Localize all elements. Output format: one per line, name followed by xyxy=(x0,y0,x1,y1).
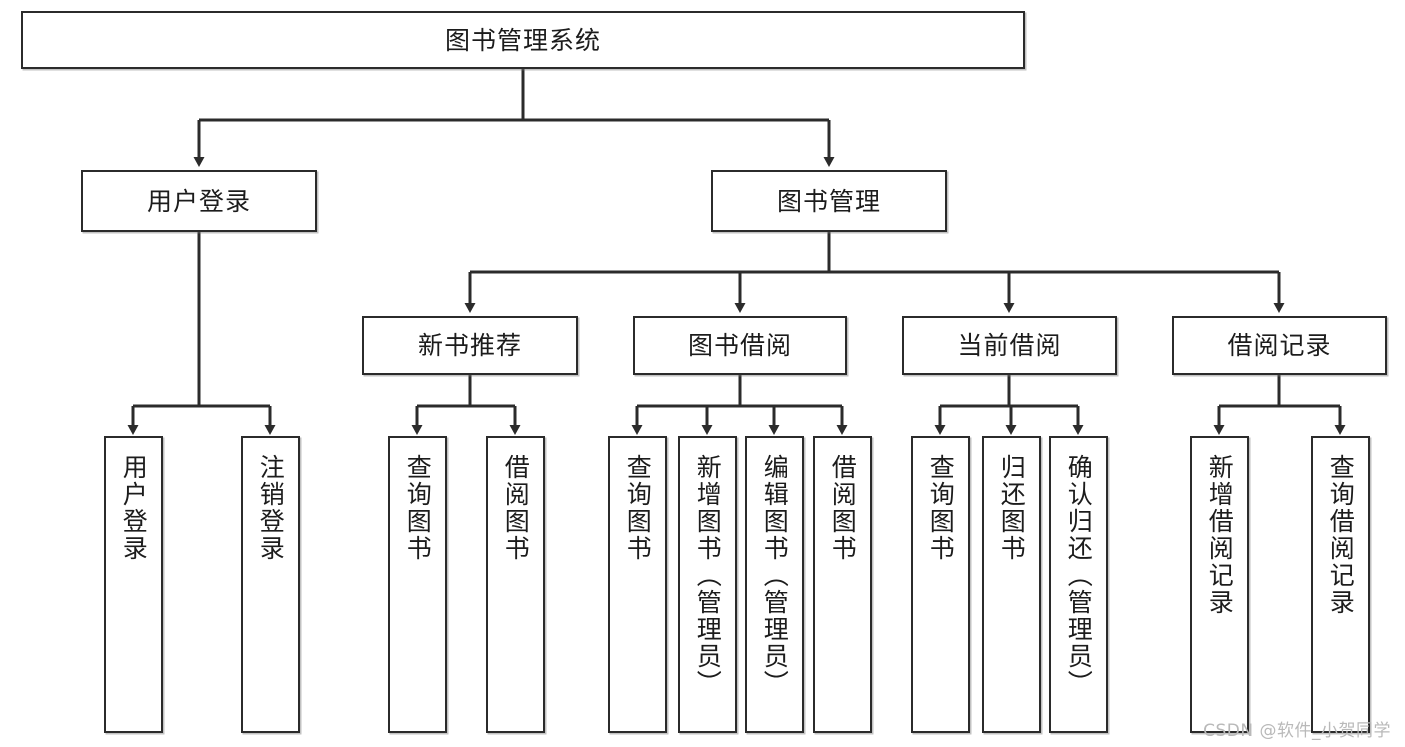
node-user-login-label: 用户登录 xyxy=(146,186,251,216)
node-book-management[interactable]: 图书管理 xyxy=(711,170,947,232)
node-leaf-query-book-1-label: 查询图书 xyxy=(403,454,433,562)
node-leaf-user-login-label: 用户登录 xyxy=(119,454,149,562)
node-leaf-query-book-3[interactable]: 查询图书 xyxy=(911,436,970,733)
node-book-management-label: 图书管理 xyxy=(776,186,881,216)
node-leaf-query-book-1[interactable]: 查询图书 xyxy=(388,436,447,733)
node-leaf-borrow-book-2[interactable]: 借阅图书 xyxy=(813,436,872,733)
node-leaf-edit-book[interactable]: 编辑图书（管理员） xyxy=(745,436,804,733)
node-leaf-add-record-label: 新增借阅记录 xyxy=(1205,454,1235,616)
node-new-book-recommend[interactable]: 新书推荐 xyxy=(362,316,578,375)
node-root[interactable]: 图书管理系统 xyxy=(21,11,1025,69)
node-leaf-user-logout[interactable]: 注销登录 xyxy=(241,436,300,733)
node-user-login[interactable]: 用户登录 xyxy=(81,170,317,232)
node-leaf-confirm-return[interactable]: 确认归还（管理员） xyxy=(1049,436,1108,733)
node-leaf-borrow-book-1-label: 借阅图书 xyxy=(501,454,531,562)
node-book-borrow-label: 图书借阅 xyxy=(687,331,792,360)
node-leaf-query-book-2-label: 查询图书 xyxy=(623,454,653,562)
node-borrow-record[interactable]: 借阅记录 xyxy=(1172,316,1387,375)
node-leaf-return-book-label: 归还图书 xyxy=(997,454,1027,562)
node-leaf-return-book[interactable]: 归还图书 xyxy=(982,436,1041,733)
node-leaf-user-logout-label: 注销登录 xyxy=(256,454,286,562)
node-leaf-confirm-return-label: 确认归还（管理员） xyxy=(1064,454,1094,697)
node-leaf-borrow-book-2-label: 借阅图书 xyxy=(828,454,858,562)
node-leaf-query-record-label: 查询借阅记录 xyxy=(1326,454,1356,616)
node-new-book-recommend-label: 新书推荐 xyxy=(417,331,522,360)
node-current-borrow-label: 当前借阅 xyxy=(957,331,1062,360)
node-book-borrow[interactable]: 图书借阅 xyxy=(633,316,847,375)
watermark: CSDN @软件_小贺同学 xyxy=(1203,721,1391,741)
node-leaf-add-record[interactable]: 新增借阅记录 xyxy=(1190,436,1249,733)
node-leaf-add-book[interactable]: 新增图书（管理员） xyxy=(678,436,737,733)
node-current-borrow[interactable]: 当前借阅 xyxy=(902,316,1117,375)
node-leaf-edit-book-label: 编辑图书（管理员） xyxy=(760,454,790,697)
node-leaf-query-book-2[interactable]: 查询图书 xyxy=(608,436,667,733)
node-leaf-add-book-label: 新增图书（管理员） xyxy=(693,454,723,697)
node-leaf-user-login[interactable]: 用户登录 xyxy=(104,436,163,733)
node-root-label: 图书管理系统 xyxy=(444,25,601,55)
node-borrow-record-label: 借阅记录 xyxy=(1227,331,1332,360)
node-leaf-query-book-3-label: 查询图书 xyxy=(926,454,956,562)
node-leaf-borrow-book-1[interactable]: 借阅图书 xyxy=(486,436,545,733)
node-leaf-query-record[interactable]: 查询借阅记录 xyxy=(1311,436,1370,733)
